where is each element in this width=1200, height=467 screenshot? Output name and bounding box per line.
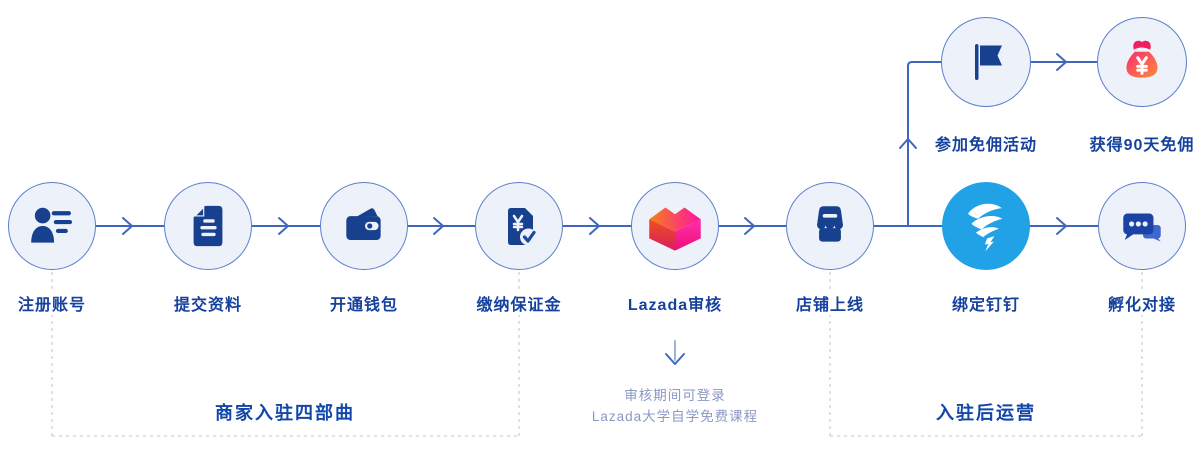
- node-open-wallet: [320, 182, 408, 270]
- node-incubation-support: [1098, 182, 1186, 270]
- review-period-note: 审核期间可登录 Lazada大学自学免费课程: [545, 385, 805, 427]
- node-register-account: [8, 182, 96, 270]
- flag-icon: [975, 44, 1002, 80]
- label-store-launch: 店铺上线: [760, 291, 900, 315]
- label-open-wallet: 开通钱包: [294, 291, 434, 315]
- section-title-post-onboarding-operations: 入驻后运营: [936, 403, 1036, 423]
- node-join-free-commission: [941, 17, 1031, 107]
- label-lazada-review: Lazada审核: [605, 291, 745, 315]
- label-90days-commission-free: 获得90天免佣: [1072, 131, 1200, 155]
- node-pay-deposit: [475, 182, 563, 270]
- review-note-line1: 审核期间可登录: [624, 388, 726, 403]
- node-bind-dingtalk: [942, 182, 1030, 270]
- dingtalk-icon: [968, 203, 1003, 252]
- wallet-icon: [346, 208, 381, 241]
- node-submit-documents: [164, 182, 252, 270]
- label-pay-deposit: 缴纳保证金: [449, 291, 589, 315]
- label-register-account: 注册账号: [0, 291, 122, 315]
- node-lazada-review: [631, 182, 719, 270]
- label-submit-documents: 提交资料: [138, 291, 278, 315]
- node-store-launch: [786, 182, 874, 270]
- label-join-free-commission: 参加免佣活动: [916, 131, 1056, 155]
- lazada-logo-icon: [649, 207, 701, 251]
- node-90days-commission-free: [1097, 17, 1187, 107]
- moneybag-icon: [1126, 40, 1158, 78]
- storefront-icon: [817, 206, 843, 242]
- receipt-icon: [508, 208, 537, 246]
- label-incubation-support: 孵化对接: [1072, 291, 1200, 315]
- document-icon: [193, 205, 223, 247]
- review-note-line2: Lazada大学自学免费课程: [591, 409, 759, 424]
- label-bind-dingtalk: 绑定钉钉: [916, 291, 1056, 315]
- section-title-onboarding-four-steps: 商家入驻四部曲: [215, 403, 355, 423]
- chat-icon: [1123, 213, 1161, 242]
- user-icon: [31, 207, 74, 243]
